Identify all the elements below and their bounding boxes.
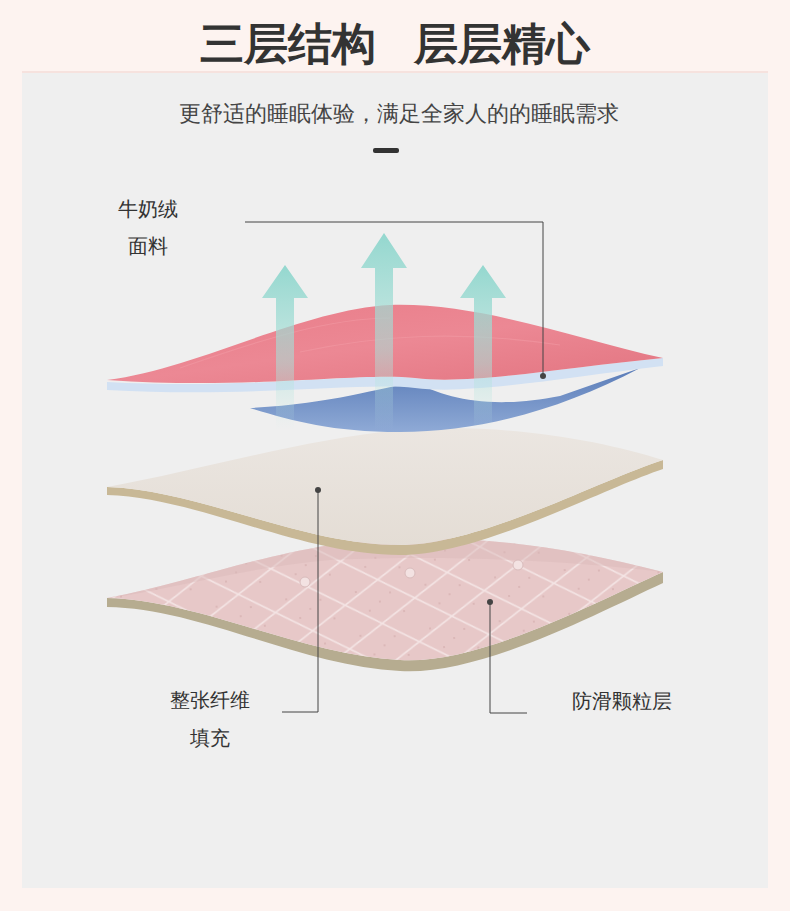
leader-line: [245, 222, 543, 374]
label-wrap: 牛奶绒 面料: [112, 191, 184, 265]
button: [513, 560, 523, 570]
label-wrap: 整张纤维 填充: [164, 681, 256, 757]
dash: [373, 148, 399, 153]
button: [405, 568, 415, 578]
panel: [22, 72, 768, 888]
leader-dot: [315, 487, 321, 493]
leader-line: [490, 604, 527, 713]
arrow: [262, 265, 308, 430]
part-label: 牛奶绒 面料: [112, 191, 184, 265]
part-label: 防滑颗粒层: [572, 686, 702, 716]
label-wrap: 防滑颗粒层: [572, 686, 702, 716]
leader-dot: [540, 373, 546, 379]
subtitle: 更舒适的睡眠体验，满足全家人的的睡眠需求: [4, 99, 790, 129]
title-wrap: 三层结构 层层精心: [0, 16, 790, 72]
leader-lines: [245, 222, 543, 713]
quilted-surface: [107, 538, 663, 660]
quilt-line: [180, 318, 560, 368]
title: 三层结构 层层精心: [0, 16, 790, 72]
breath-arrows: [262, 233, 506, 430]
leader-dot: [487, 599, 493, 605]
panel-edge: [22, 71, 768, 73]
button: [300, 577, 310, 587]
arrow: [361, 233, 407, 430]
part-label: 整张纤维 填充: [164, 681, 256, 757]
leader-line: [282, 492, 318, 712]
fibre-sheet: [107, 428, 663, 545]
middle-layer: [107, 428, 663, 555]
arrow: [460, 265, 506, 430]
label-wrap: 更舒适的睡眠体验，满足全家人的的睡眠需求: [4, 99, 790, 129]
bottom-layer: [107, 538, 663, 671]
